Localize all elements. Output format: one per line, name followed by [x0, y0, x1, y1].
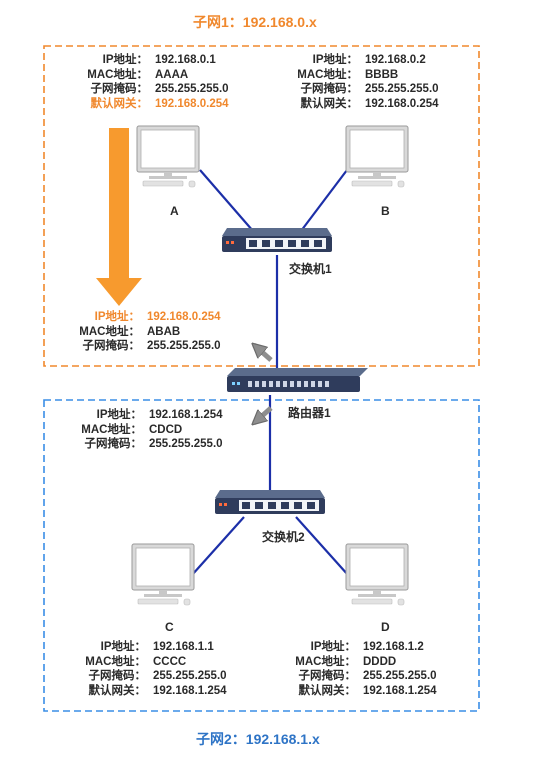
mac-label: MAC地址： — [297, 68, 358, 81]
mac-label: MAC地址： — [79, 325, 140, 338]
router-port2-ip: 192.168.1.254 — [149, 409, 223, 421]
host-a-mask: 255.255.255.0 — [155, 83, 229, 95]
host-a-gateway: 192.168.0.254 — [155, 97, 229, 110]
router-port2-mask: 255.255.255.0 — [149, 438, 223, 450]
host-c-ip: 192.168.1.1 — [153, 641, 214, 653]
host-b-label: B — [381, 204, 390, 218]
host-a-mac: AAAA — [155, 68, 189, 81]
mask-label: 子网掩码： — [298, 670, 357, 682]
router-port1-mac: ABAB — [147, 325, 181, 338]
mask-label: 子网掩码： — [84, 438, 143, 450]
host-c-gateway: 192.168.1.254 — [153, 684, 227, 697]
mask-label: 子网掩码： — [88, 670, 147, 682]
mac-label: MAC地址： — [295, 655, 356, 668]
mac-label: MAC地址： — [87, 68, 148, 81]
gateway-label: 默认网关： — [88, 684, 147, 697]
host-b-mac: BBBB — [365, 68, 399, 81]
mask-label: 子网掩码： — [300, 83, 359, 95]
switch-icon — [222, 228, 332, 252]
gateway-label: 默认网关： — [298, 684, 357, 697]
host-a-ip: 192.168.0.1 — [155, 54, 216, 66]
subnet2-title: 子网2：192.168.1.x — [196, 731, 320, 747]
subnet2-boundary — [43, 399, 480, 712]
mask-label: 子网掩码： — [90, 83, 149, 95]
host-d-mask: 255.255.255.0 — [363, 670, 437, 682]
link-b-switch1 — [300, 169, 348, 232]
ip-label: IP地址： — [96, 409, 142, 421]
subnet1-title: 子网1：192.168.0.x — [193, 14, 317, 30]
mask-label: 子网掩码： — [82, 340, 141, 352]
arrow-icon — [254, 345, 273, 362]
host-d-gateway: 192.168.1.254 — [363, 684, 437, 697]
mac-label: MAC地址： — [81, 423, 142, 436]
router-port2-mac: CDCD — [149, 423, 183, 436]
ip-label: IP地址： — [310, 641, 356, 653]
host-d-ip: 192.168.1.2 — [363, 641, 424, 653]
host-b-info: IP地址： 192.168.0.2 MAC地址： BBBB 子网掩码： 255.255… — [280, 53, 439, 111]
router-port1-info: IP地址： 192.168.0.254 MAC地址： ABAB 子网掩码： 255.2… — [62, 310, 221, 354]
router-label: 路由器1 — [288, 406, 331, 420]
host-a-label: A — [170, 204, 179, 218]
ip-label: IP地址： — [100, 641, 146, 653]
link-switch2-c — [191, 516, 245, 576]
router-port1-ip: 192.168.0.254 — [147, 311, 221, 323]
ip-label: IP地址： — [94, 311, 140, 323]
host-c-mask: 255.255.255.0 — [153, 670, 227, 682]
switch-icon — [215, 490, 325, 514]
link-a-switch1 — [199, 169, 254, 232]
ip-label: IP地址： — [312, 54, 358, 66]
router-port2-info: IP地址： 192.168.1.254 MAC地址： CDCD 子网掩码： 255.2… — [64, 408, 223, 452]
host-c-info: IP地址： 192.168.1.1 MAC地址： CCCC 子网掩码： 255.255… — [68, 640, 227, 698]
mac-label: MAC地址： — [85, 655, 146, 668]
computer-icon — [345, 543, 409, 606]
ip-label: IP地址： — [102, 54, 148, 66]
host-c-label: C — [165, 620, 174, 634]
arrow-icon — [254, 406, 273, 423]
host-d-mac: DDDD — [363, 655, 397, 668]
host-b-ip: 192.168.0.2 — [365, 54, 426, 66]
host-a-info: IP地址： 192.168.0.1 MAC地址： AAAA 子网掩码： 255.255… — [70, 53, 229, 111]
subnet1-boundary — [43, 45, 480, 367]
link-switch2-d — [295, 516, 349, 576]
computer-icon — [345, 125, 409, 188]
router-port1-mask: 255.255.255.0 — [147, 340, 221, 352]
router-icon — [227, 368, 368, 392]
computer-icon — [136, 125, 200, 188]
host-b-mask: 255.255.255.0 — [365, 83, 439, 95]
switch2-label: 交换机2 — [262, 530, 305, 544]
computer-icon — [131, 543, 195, 606]
host-b-gateway: 192.168.0.254 — [365, 97, 439, 110]
gateway-label: 默认网关： — [300, 97, 359, 110]
arrow-icon — [96, 128, 142, 306]
host-d-info: IP地址： 192.168.1.2 MAC地址： DDDD 子网掩码： 255.255… — [278, 640, 437, 698]
host-d-label: D — [381, 620, 390, 634]
host-c-mac: CCCC — [153, 655, 187, 668]
switch1-label: 交换机1 — [289, 262, 332, 276]
gateway-label: 默认网关： — [90, 97, 149, 110]
